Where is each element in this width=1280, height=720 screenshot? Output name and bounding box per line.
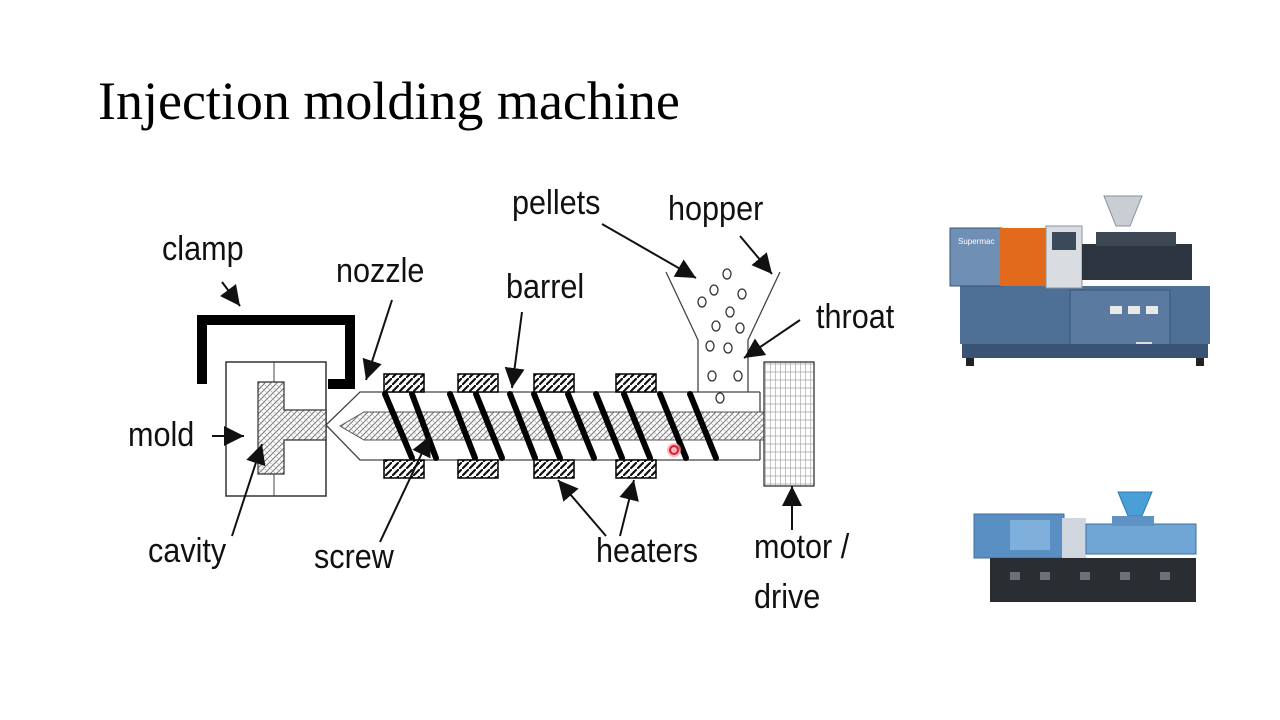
slide-title: Injection molding machine	[98, 71, 680, 131]
label-hopper: hopper	[668, 190, 764, 228]
label-drive: drive	[754, 578, 821, 616]
label-screw: screw	[314, 538, 394, 576]
label-pellets: pellets	[512, 184, 601, 222]
cavity-shape	[257, 381, 327, 475]
label-motor: motor /	[754, 528, 850, 566]
label-cavity: cavity	[148, 532, 227, 570]
hopper-funnel	[665, 271, 781, 392]
leader-arrows	[212, 223, 802, 543]
heaters-bottom	[383, 459, 657, 479]
label-barrel: barrel	[506, 268, 585, 306]
heaters-top	[383, 373, 657, 393]
clamp-bracket	[197, 315, 355, 389]
motor-drive-block	[763, 361, 815, 487]
label-nozzle: nozzle	[336, 252, 425, 290]
screw-flights	[382, 391, 719, 461]
machine-photo-bottom	[973, 491, 1197, 602]
label-throat: throat	[816, 298, 895, 336]
machine-brand-label: Supermac	[958, 237, 994, 246]
label-mold: mold	[128, 416, 195, 454]
label-heaters: heaters	[596, 532, 699, 570]
machine-photo-top: Supermac	[949, 195, 1210, 366]
pellets	[697, 268, 747, 404]
label-clamp: clamp	[162, 230, 244, 268]
